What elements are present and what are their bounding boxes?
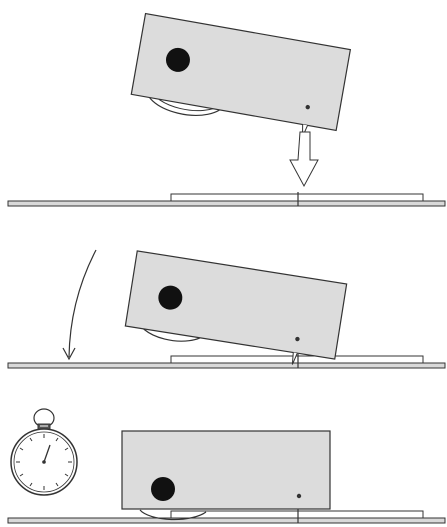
step-2-device [124,250,348,365]
step-3-seated [7,408,446,524]
step-3-rail [7,517,446,524]
down-arrow-icon [289,131,319,188]
curved-arrow-icon [62,249,97,361]
step-3-knob [151,477,175,501]
step-3-device [121,430,331,521]
stopwatch-hand [43,444,51,463]
step-2-rail [7,362,446,369]
step-2-mounting-plate [170,355,424,364]
step-1-device [130,12,352,137]
step-1-approach [7,12,446,207]
step-2-knob [158,285,183,310]
step-2-indicator-dot [295,336,300,342]
step-2-tilt-down [7,249,446,369]
step-1-indicator-dot [305,104,310,110]
step-3-mounting-plate [170,510,424,519]
step-3-indicator-dot [296,493,302,499]
step-1-knob [165,47,190,72]
step-1-mounting-plate [170,193,424,202]
step-1-rail [7,200,446,207]
stopwatch-icon [10,408,78,496]
step-3-wheel [139,509,207,521]
